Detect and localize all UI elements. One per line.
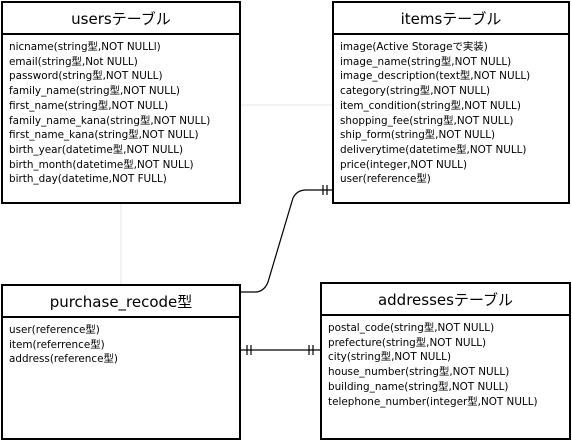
addresses-table-entity[interactable]: addressesテーブル postal_code(string型,NOT NU… [320,282,571,440]
items-field: shopping_fee(string型,NOT NULL) [340,114,514,127]
items-field: item_condition(string型,NOT NULL) [340,99,521,112]
addresses-table-title: addressesテーブル [322,284,569,316]
users-field: family_name(string型,NOT NULL) [9,85,180,98]
items-field: user(reference型) [340,173,431,186]
users-field: first_name_kana(string型,NOT NULL) [9,129,199,142]
items-table-title: itemsテーブル [334,3,568,35]
users-field: first_name(string型,NOT NULL) [9,99,169,112]
purchase-recode-fields: user(reference型) item(referrence型) addre… [3,318,239,367]
items-field: category(string型,NOT NULL) [340,85,491,98]
purchase-recode-title: purchase_recode型 [3,286,239,318]
addresses-table-fields: postal_code(string型,NOT NULL) prefecture… [322,316,569,409]
items-field: image(Active Storageで実装) [340,41,488,53]
users-table-fields: nicname(string型,NOT NULLl) email(string型… [3,35,239,187]
users-field: birth_month(datetime型,NOT NULL) [9,158,194,171]
addresses-field: prefecture(string型,NOT NULL) [328,336,487,349]
items-field: ship_form(string型,NOT NULL) [340,129,496,142]
addresses-field: city(string型,NOT NULL) [328,351,452,364]
users-field: email(string型,Not NULL) [9,55,138,68]
users-table-title: usersテーブル [3,3,239,35]
items-field: price(integer,NOT NULL) [340,158,468,171]
purchase-items-relation-line [241,189,332,293]
items-table-entity[interactable]: itemsテーブル image(Active Storageで実装) image… [332,1,570,204]
users-field: nicname(string型,NOT NULLl) [9,41,161,53]
purchase-field: item(referrence型) [9,338,105,351]
items-field: deliverytime(datetime型,NOT NULL) [340,143,527,156]
addresses-field: postal_code(string型,NOT NULL) [328,322,495,334]
purchase-field: address(reference型) [9,353,118,366]
purchase-field: user(reference型) [9,324,100,336]
purchase-recode-entity[interactable]: purchase_recode型 user(reference型) item(r… [1,284,241,440]
addresses-field: telephone_number(integer型,NOT NULL) [328,395,538,408]
items-table-fields: image(Active Storageで実装) image_name(stri… [334,35,568,187]
users-table-entity[interactable]: usersテーブル nicname(string型,NOT NULLl) ema… [1,1,241,204]
users-field: birth_year(datetime型,NOT NULL) [9,143,184,156]
items-field: image_name(string型,NOT NULL) [340,55,512,68]
users-field: birth_day(datetime,NOT FULL) [9,173,167,186]
items-field: image_description(text型,NOT NULL) [340,70,531,83]
addresses-field: building_name(string型,NOT NULL) [328,380,509,393]
users-field: family_name_kana(string型,NOT NULL) [9,114,211,127]
users-field: password(string型,NOT NULL) [9,70,163,83]
addresses-field: house_number(string型,NOT NULL) [328,366,510,379]
